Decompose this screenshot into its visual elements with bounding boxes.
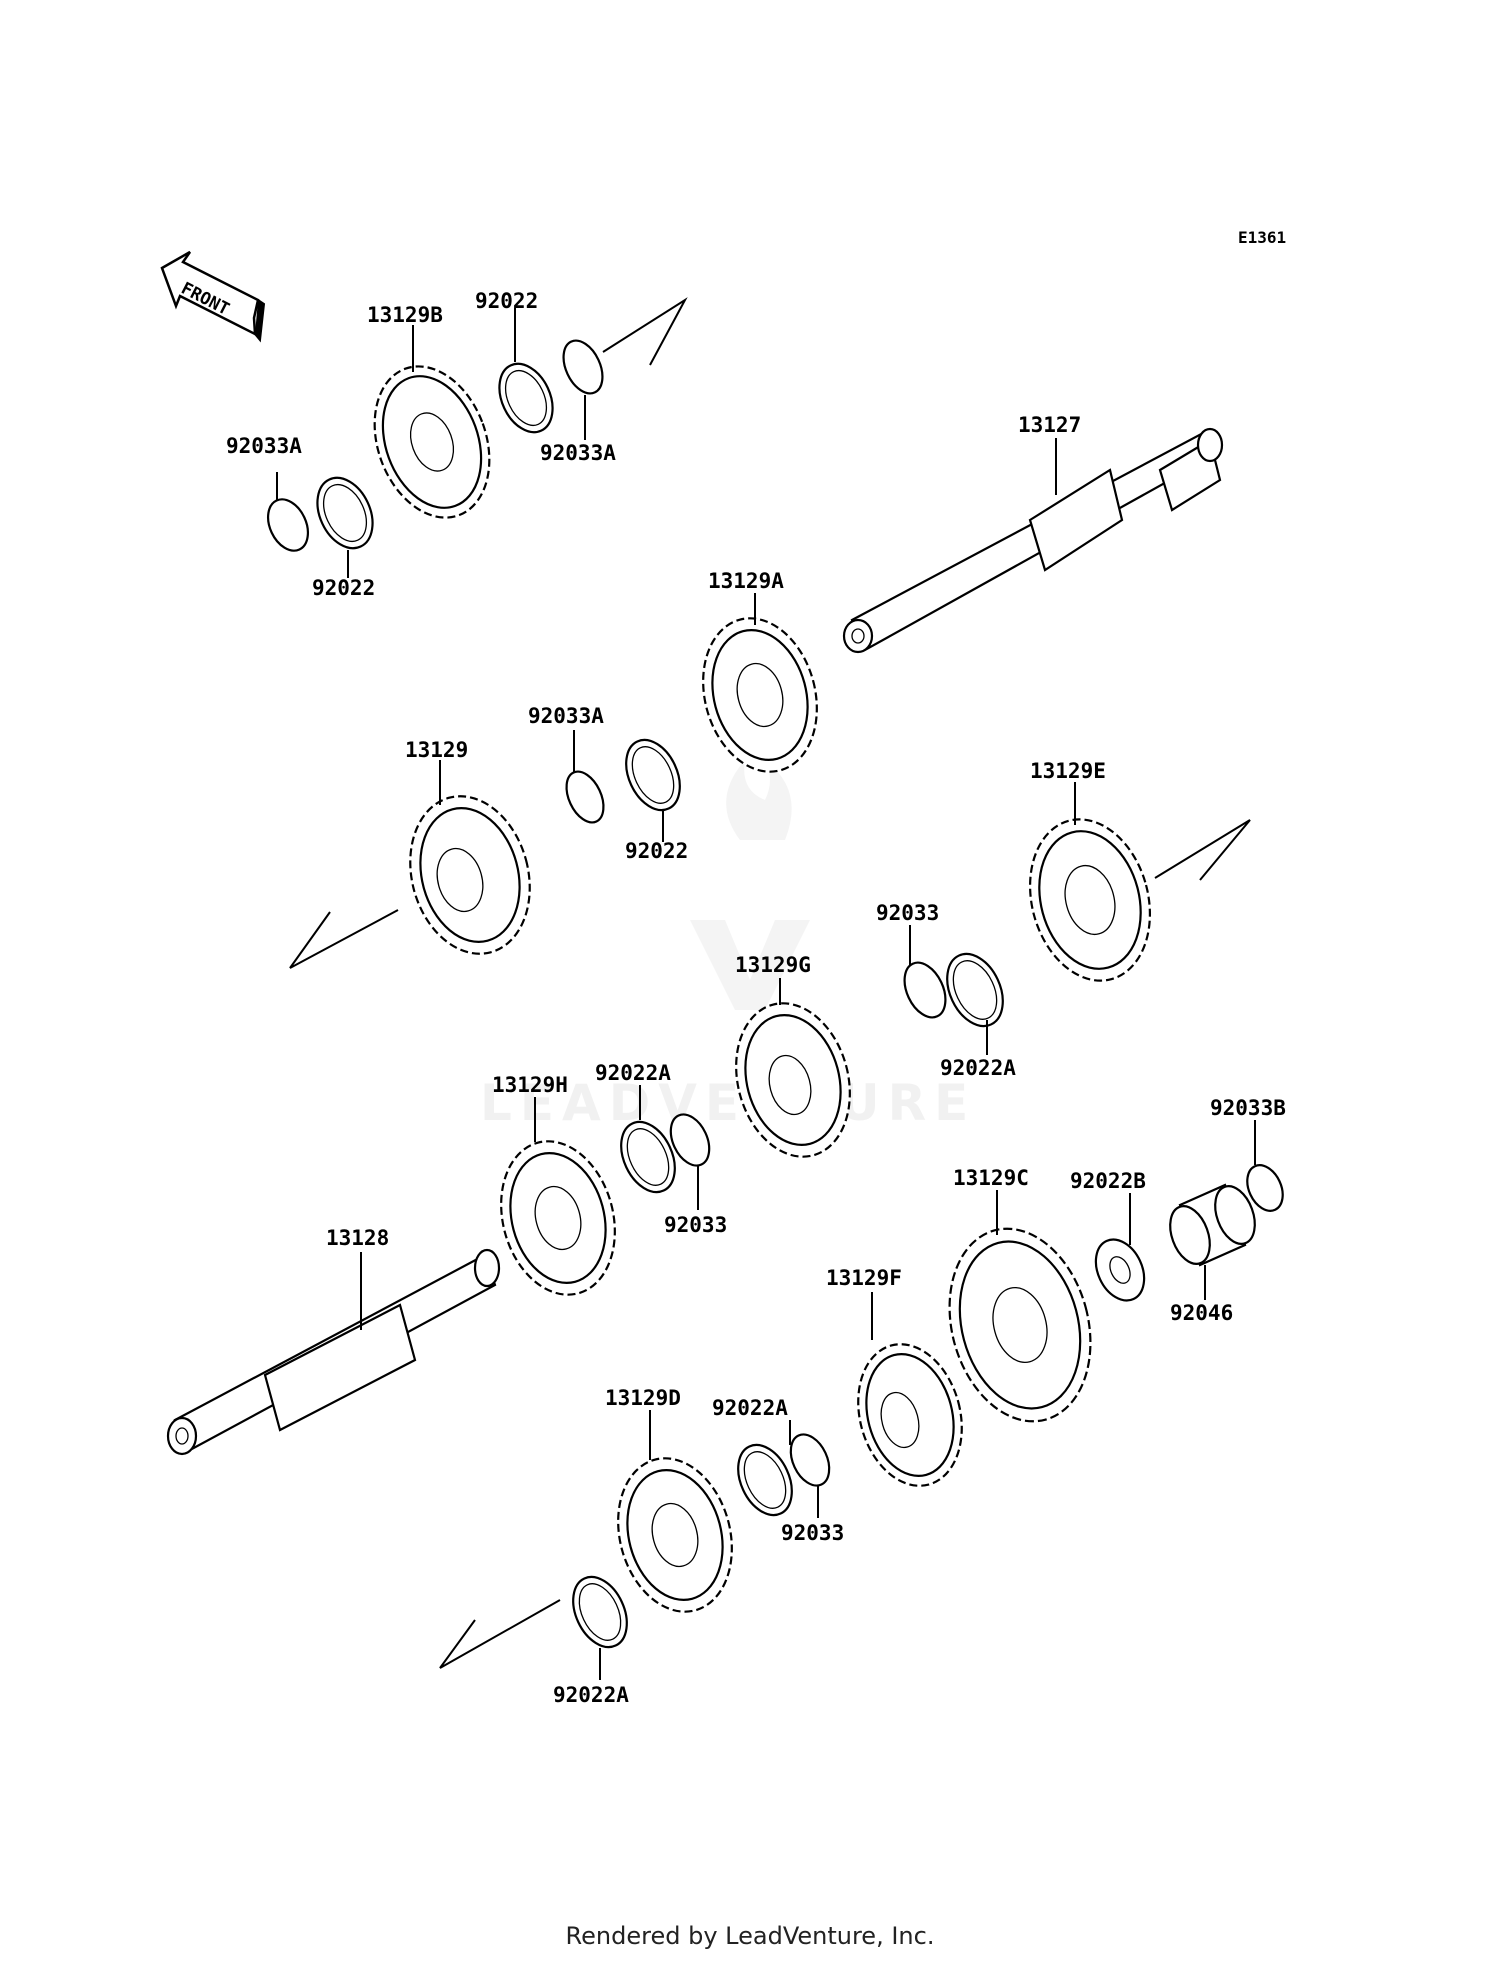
- snap-ring-92033B: [1246, 1164, 1284, 1212]
- label-13129C[interactable]: 13129C: [953, 1166, 1029, 1190]
- gear-13129G: [735, 1002, 851, 1158]
- shaft-13127: [842, 427, 1224, 654]
- label-92033-a[interactable]: 92033: [876, 901, 939, 925]
- snap-ring-92033A-c: [565, 770, 605, 824]
- snap-ring-92033-c: [789, 1433, 831, 1487]
- label-13129F[interactable]: 13129F: [826, 1266, 902, 1290]
- label-92022B[interactable]: 92022B: [1070, 1169, 1146, 1193]
- washer-92022A-a: [946, 952, 1004, 1028]
- shaft-axis-line-top: [602, 297, 688, 366]
- label-13129E[interactable]: 13129E: [1030, 759, 1106, 783]
- label-13128[interactable]: 13128: [326, 1226, 389, 1250]
- front-arrow-icon: FRONT: [160, 250, 266, 343]
- gear-13129H: [500, 1140, 616, 1296]
- part-labels: 92033A 13129B 92022 92033A 92022 13127 1…: [226, 289, 1286, 1707]
- label-13127[interactable]: 13127: [1018, 413, 1081, 437]
- label-13129H[interactable]: 13129H: [492, 1073, 568, 1097]
- label-92033A-a[interactable]: 92033A: [226, 434, 302, 458]
- washer-92022-c: [625, 738, 681, 812]
- gear-13129F: [857, 1343, 963, 1487]
- gear-13129D: [617, 1457, 733, 1613]
- shaft-13128: [166, 1248, 501, 1456]
- label-92022-b[interactable]: 92022: [312, 576, 375, 600]
- diagram-ref-code: E1361: [1238, 228, 1286, 247]
- leader-lines: [276, 308, 1256, 1680]
- snap-ring-92033-a: [903, 961, 947, 1019]
- label-92046[interactable]: 92046: [1170, 1301, 1233, 1325]
- label-92022-a[interactable]: 92022: [475, 289, 538, 313]
- shaft-axis-line-mid-right: [1154, 819, 1251, 881]
- watermark-text: LEADVENTURE: [480, 1074, 976, 1132]
- gear-13129: [409, 795, 531, 955]
- label-13129D[interactable]: 13129D: [605, 1386, 681, 1410]
- gear-13129A: [702, 617, 818, 773]
- washer-92022A-d: [572, 1575, 628, 1649]
- label-92022A-b[interactable]: 92022A: [595, 1061, 671, 1085]
- label-92033A-c[interactable]: 92033A: [528, 704, 604, 728]
- snap-ring-92033-b: [669, 1113, 711, 1167]
- label-92022-c[interactable]: 92022: [625, 839, 688, 863]
- washer-92022A-c: [737, 1443, 793, 1517]
- gear-13129E: [1028, 818, 1152, 982]
- label-92033B[interactable]: 92033B: [1210, 1096, 1286, 1120]
- shaft-axis-line-mid-left: [289, 909, 399, 969]
- washer-92022-a: [498, 362, 554, 434]
- label-92033-c[interactable]: 92033: [781, 1521, 844, 1545]
- gear-13129B: [373, 365, 491, 519]
- label-92033-b[interactable]: 92033: [664, 1213, 727, 1237]
- washer-92022A-b: [620, 1120, 676, 1194]
- label-92022A-d[interactable]: 92022A: [553, 1683, 629, 1707]
- washer-92022B: [1094, 1238, 1146, 1302]
- footer-credit: Rendered by LeadVenture, Inc.: [565, 1922, 935, 1950]
- needle-bearing-92046: [1169, 1183, 1256, 1267]
- watermark-logo: LEADVENTURE: [480, 760, 976, 1132]
- label-13129G[interactable]: 13129G: [735, 953, 811, 977]
- snap-ring-92033A-b: [562, 339, 604, 395]
- label-92033A-b[interactable]: 92033A: [540, 441, 616, 465]
- label-92022A-a[interactable]: 92022A: [940, 1056, 1016, 1080]
- label-13129A[interactable]: 13129A: [708, 569, 784, 593]
- label-13129[interactable]: 13129: [405, 738, 468, 762]
- label-13129B[interactable]: 13129B: [367, 303, 443, 327]
- label-92022A-c[interactable]: 92022A: [712, 1396, 788, 1420]
- washer-92022-b: [316, 476, 374, 550]
- snap-ring-92033A-a: [266, 498, 310, 552]
- gear-13129C: [948, 1227, 1092, 1423]
- shaft-axis-line-bottom: [439, 1599, 561, 1669]
